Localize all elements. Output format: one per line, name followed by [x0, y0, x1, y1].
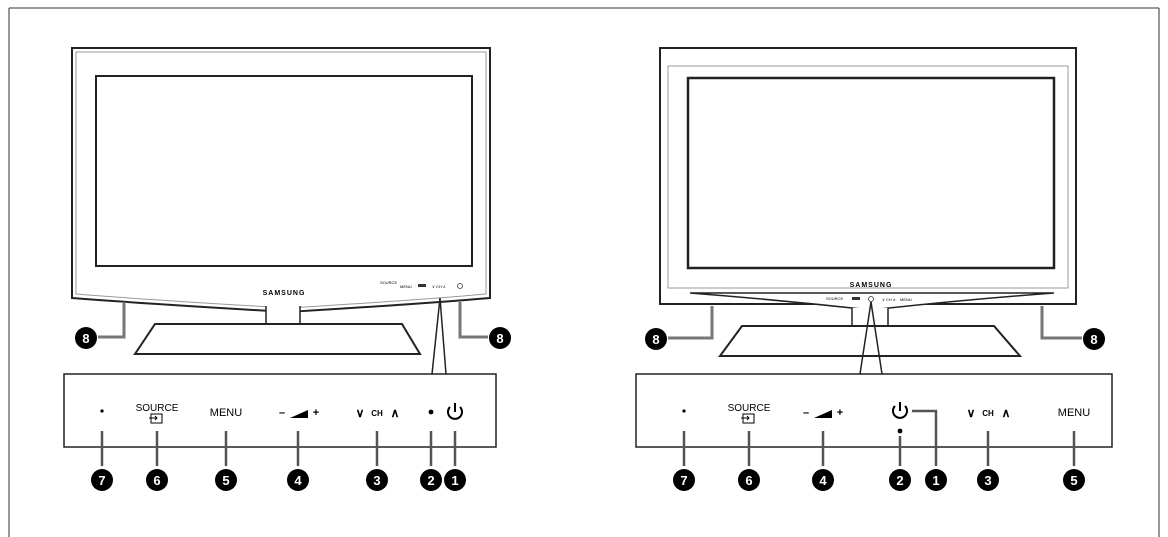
right-callout-6: 6	[738, 469, 760, 491]
svg-text:2: 2	[896, 473, 903, 488]
left-volume-button[interactable]: – +	[279, 407, 319, 419]
left-tv-screen	[95, 75, 473, 267]
right-panel-leader-lines	[682, 431, 1076, 466]
svg-text:MENU: MENU	[900, 297, 912, 302]
right-stand-callout-8b: 8	[1083, 328, 1105, 350]
right-leader-line-a	[859, 301, 872, 375]
left-callout-3: 3	[366, 469, 388, 491]
right-tv-mini-buttons: SOURCE ∨ CH ∧ MENU	[826, 296, 912, 302]
left-callout-6: 6	[146, 469, 168, 491]
svg-text:4: 4	[819, 473, 827, 488]
svg-text:7: 7	[680, 473, 687, 488]
right-callout-1: 1	[925, 469, 947, 491]
svg-text:8: 8	[82, 331, 89, 346]
left-control-panel-box	[63, 373, 497, 448]
svg-text:8: 8	[652, 332, 659, 347]
right-ch-label: CH	[982, 409, 994, 418]
svg-text:5: 5	[1070, 473, 1077, 488]
svg-text:3: 3	[984, 473, 991, 488]
left-power-indicator	[428, 409, 434, 415]
source-input-icon	[741, 413, 755, 424]
svg-text:∨ CH ∧: ∨ CH ∧	[882, 297, 896, 302]
left-remote-sensor-dot	[100, 409, 104, 413]
left-leader-line-b	[439, 297, 447, 375]
left-tv-mini-buttons: SOURCE MENU ∨ CH ∧	[380, 280, 463, 289]
right-tv-logo: SAMSUNG	[850, 282, 893, 289]
right-tv-bezel-inner	[667, 65, 1069, 289]
svg-text:5: 5	[222, 473, 229, 488]
svg-text:1: 1	[451, 473, 458, 488]
svg-text:3: 3	[373, 473, 380, 488]
left-ch-label: CH	[371, 409, 383, 418]
right-callout-2: 2	[889, 469, 911, 491]
svg-text:6: 6	[745, 473, 752, 488]
svg-text:4: 4	[294, 473, 302, 488]
left-callout-7: 7	[91, 469, 113, 491]
source-input-icon	[149, 413, 163, 424]
right-vol-minus: –	[803, 407, 809, 419]
left-stand-callout-8b: 8	[489, 327, 511, 349]
right-ch-down: ∨	[967, 406, 976, 420]
svg-text:∨ CH ∧: ∨ CH ∧	[432, 284, 446, 289]
left-stand-callout-8a: 8	[75, 327, 97, 349]
svg-text:SOURCE: SOURCE	[380, 280, 397, 285]
right-volume-button[interactable]: – +	[803, 407, 843, 419]
right-stand-callout-line-left	[668, 306, 714, 340]
power-icon[interactable]	[447, 403, 463, 420]
svg-text:7: 7	[98, 473, 105, 488]
right-power-callout-line	[912, 409, 938, 466]
left-ch-up: ∧	[391, 406, 400, 420]
right-leader-line-b	[870, 301, 883, 375]
right-callout-4: 4	[812, 469, 834, 491]
left-vol-minus: –	[279, 407, 285, 419]
right-vol-plus: +	[837, 407, 843, 419]
right-tv-stand-base	[718, 325, 1023, 357]
left-menu-button-label[interactable]: MENU	[210, 407, 242, 419]
left-source-button-label[interactable]: SOURCE	[136, 403, 179, 414]
left-stand-callout-line-right	[458, 302, 488, 339]
left-channel-button[interactable]: ∨ CH ∧	[356, 406, 400, 420]
volume-wedge-icon	[290, 410, 308, 418]
svg-text:1: 1	[932, 473, 939, 488]
power-icon[interactable]	[892, 402, 908, 419]
right-callout-5: 5	[1063, 469, 1085, 491]
right-callout-3: 3	[977, 469, 999, 491]
left-stand-callout-line-left	[98, 302, 126, 339]
right-control-panel-box	[635, 373, 1113, 448]
left-tv-logo: SAMSUNG	[263, 290, 306, 297]
right-power-indicator	[897, 428, 903, 434]
right-ch-up: ∧	[1002, 406, 1011, 420]
left-tv-stand-base	[133, 323, 422, 355]
svg-text:SOURCE: SOURCE	[826, 296, 843, 301]
left-callout-1: 1	[444, 469, 466, 491]
left-panel-leader-lines	[100, 431, 457, 466]
right-remote-sensor-dot	[682, 409, 686, 413]
right-menu-button-label[interactable]: MENU	[1058, 407, 1090, 419]
left-callout-2: 2	[420, 469, 442, 491]
svg-text:6: 6	[153, 473, 160, 488]
right-stand-callout-line-right	[1040, 306, 1082, 340]
right-stand-callout-8a: 8	[645, 328, 667, 350]
svg-text:MENU: MENU	[400, 284, 412, 289]
left-ch-down: ∨	[356, 406, 365, 420]
svg-text:8: 8	[1090, 332, 1097, 347]
volume-wedge-icon	[814, 410, 832, 418]
left-control-panel: SOURCE MENU – + ∨ CH ∧	[63, 373, 497, 466]
left-callout-4: 4	[287, 469, 309, 491]
left-callout-5: 5	[215, 469, 237, 491]
left-tv: SAMSUNG SOURCE MENU ∨ CH ∧	[71, 47, 491, 375]
right-callout-7: 7	[673, 469, 695, 491]
right-tv: SAMSUNG SOURCE ∨ CH ∧ MENU	[659, 47, 1082, 375]
svg-text:2: 2	[427, 473, 434, 488]
right-tv-screen	[686, 76, 1056, 270]
right-control-panel: SOURCE – + ∨ CH ∧ MENU	[635, 373, 1113, 466]
left-vol-plus: +	[313, 407, 319, 419]
right-source-button-label[interactable]: SOURCE	[728, 403, 771, 414]
right-channel-button[interactable]: ∨ CH ∧	[967, 406, 1011, 420]
left-leader-line-a	[431, 297, 441, 375]
svg-text:8: 8	[496, 331, 503, 346]
